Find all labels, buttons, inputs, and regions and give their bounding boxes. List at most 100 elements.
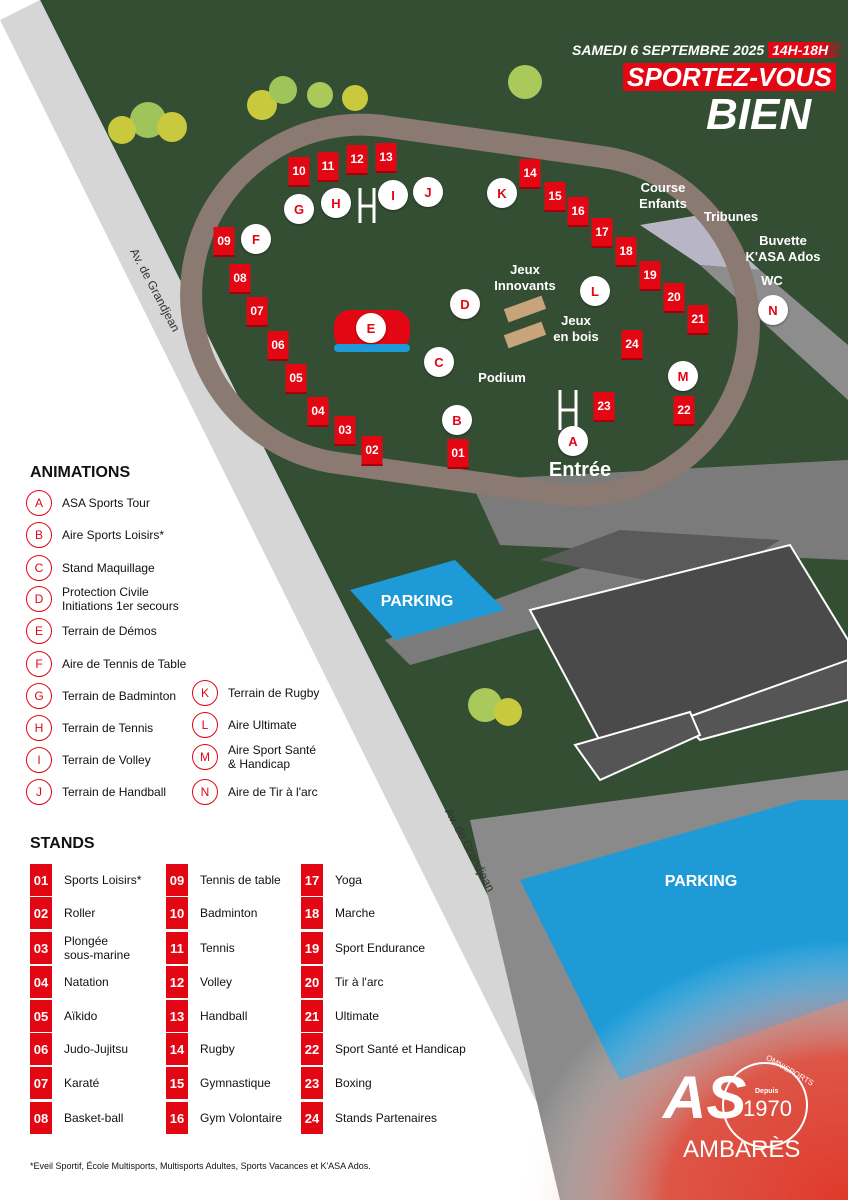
map-stand-19[interactable]: 19 <box>639 261 661 291</box>
map-animation-B[interactable]: B <box>442 405 472 435</box>
map-stand-09[interactable]: 09 <box>213 227 235 257</box>
map-stand-05[interactable]: 05 <box>285 364 307 394</box>
map-stand-11[interactable]: 11 <box>317 152 339 182</box>
map-animation-H[interactable]: H <box>321 188 351 218</box>
animation-label: Aire de Tir à l'arc <box>228 785 318 799</box>
map-animation-C[interactable]: C <box>424 347 454 377</box>
stand-code-badge: 10 <box>166 897 188 929</box>
stand-code-badge: 21 <box>301 1000 323 1032</box>
stand-label: Plongée sous-marine <box>64 934 131 962</box>
animation-label: Aire Sports Loisirs* <box>62 528 165 542</box>
as-ambares-logo: AS AMBARÈS OMNISPORTS Depuis 1970 <box>663 1053 816 1163</box>
legend-animation-K: K Terrain de Rugby <box>192 680 319 706</box>
map-stand-21[interactable]: 21 <box>687 305 709 335</box>
map-stand-20[interactable]: 20 <box>663 283 685 313</box>
map-animation-I[interactable]: I <box>378 180 408 210</box>
animation-code-badge: G <box>26 683 52 709</box>
animation-code-badge: K <box>192 680 218 706</box>
map-stand-22[interactable]: 22 <box>673 396 695 426</box>
stand-code-badge: 02 <box>30 897 52 929</box>
map-label-course: Course Enfants <box>639 180 687 211</box>
map-animation-G[interactable]: G <box>284 194 314 224</box>
map-stand-04[interactable]: 04 <box>307 397 329 427</box>
stand-label: Ultimate <box>335 1009 380 1023</box>
animation-label: Terrain de Volley <box>62 753 151 767</box>
animation-label: ASA Sports Tour <box>62 496 150 510</box>
animation-code-badge: C <box>26 555 52 581</box>
stand-code-badge: 08 <box>30 1102 52 1134</box>
map-label-jeux-innovants: Jeux Innovants <box>494 262 556 293</box>
animation-code-badge: M <box>192 744 218 770</box>
animation-label: Aire Ultimate <box>228 718 297 732</box>
parking-lot-1 <box>350 560 505 640</box>
running-track <box>180 113 760 507</box>
stand-label: Sport Santé et Handicap <box>335 1042 466 1056</box>
map-animation-K[interactable]: K <box>487 178 517 208</box>
map-animation-M[interactable]: M <box>668 361 698 391</box>
map-label-entree: Entrée <box>548 459 612 481</box>
stand-label: Natation <box>64 975 109 989</box>
map-animation-E[interactable]: E <box>356 313 386 343</box>
map-animation-N[interactable]: N <box>758 295 788 325</box>
legend-animation-A: A ASA Sports Tour <box>26 490 150 516</box>
stand-label: Aïkido <box>64 1009 98 1023</box>
map-stand-17[interactable]: 17 <box>591 218 613 248</box>
map-stand-18[interactable]: 18 <box>615 237 637 267</box>
map-stand-08[interactable]: 08 <box>229 264 251 294</box>
map-stand-16[interactable]: 16 <box>567 197 589 227</box>
map-animation-L[interactable]: L <box>580 276 610 306</box>
stand-code-badge: 17 <box>301 864 323 896</box>
map-animation-F[interactable]: F <box>241 224 271 254</box>
map-animation-D[interactable]: D <box>450 289 480 319</box>
map-stand-23[interactable]: 23 <box>593 392 615 422</box>
stand-code-badge: 20 <box>301 966 323 998</box>
map-animation-J[interactable]: J <box>413 177 443 207</box>
animation-code-badge: A <box>26 490 52 516</box>
animation-label: Terrain de Tennis <box>62 721 154 735</box>
map-stand-10[interactable]: 10 <box>288 157 310 187</box>
map-label-parking1: PARKING <box>380 593 454 610</box>
map-stand-13[interactable]: 13 <box>375 143 397 173</box>
stand-label: Volley <box>200 975 233 989</box>
map-stand-02[interactable]: 02 <box>361 436 383 466</box>
map-stand-01[interactable]: 01 <box>447 439 469 469</box>
stands-title: STANDS <box>30 835 95 852</box>
map-stand-15[interactable]: 15 <box>544 182 566 212</box>
map-label-podium: Podium <box>478 370 526 385</box>
stand-label: Rugby <box>200 1042 235 1056</box>
event-title-bien: BIEN <box>706 90 812 139</box>
animation-label: Terrain de Rugby <box>228 686 320 700</box>
map-stand-24[interactable]: 24 <box>621 330 643 360</box>
map-stand-14[interactable]: 14 <box>519 159 541 189</box>
map-stand-06[interactable]: 06 <box>267 331 289 361</box>
stand-code-badge: 13 <box>166 1000 188 1032</box>
stand-label: Marche <box>335 906 376 920</box>
animation-code-badge: J <box>26 779 52 805</box>
stand-code-badge: 16 <box>166 1102 188 1134</box>
map-stand-03[interactable]: 03 <box>334 416 356 446</box>
logo-backdrop <box>518 940 848 1200</box>
event-date: SAMEDI 6 SEPTEMBRE 2025 14H-18H <box>572 42 845 58</box>
rugby-post-icon <box>558 390 578 430</box>
map-stand-07[interactable]: 07 <box>246 297 268 327</box>
map-stand-12[interactable]: 12 <box>346 145 368 175</box>
map-animation-A[interactable]: A <box>558 426 588 456</box>
stand-label: Tennis de table <box>200 873 281 887</box>
stand-label: Gymnastique <box>200 1076 271 1090</box>
